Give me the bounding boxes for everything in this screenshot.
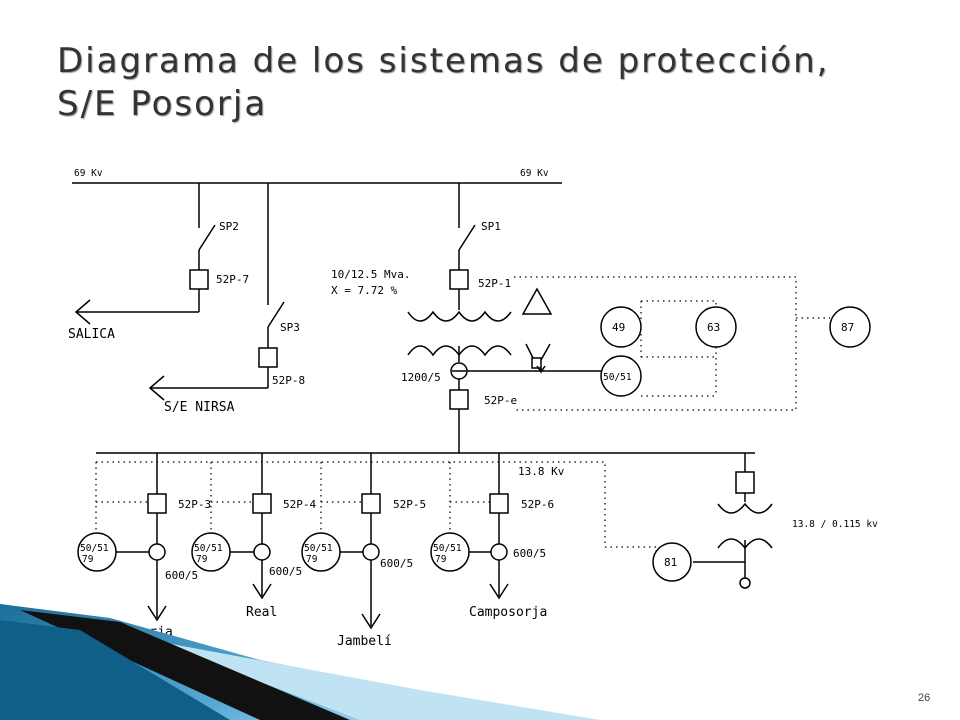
relay-feeder-4-label-top: 50/51 <box>433 543 462 554</box>
feeder-nirsa-bay: SP3 52P-8 S/E NIRSA <box>148 183 305 415</box>
feeder-salica-label: SALICA <box>68 327 115 342</box>
relay-87-label: 87 <box>841 321 854 334</box>
relay-feeder-1-label-top: 50/51 <box>80 543 109 554</box>
breaker-52p3 <box>147 493 167 514</box>
aux-transformer-fuse <box>735 471 755 494</box>
feeder-posorja-bay: 50/51 79 52P-3 600/5 Posorja <box>77 453 211 640</box>
feeder-real-label: Real <box>246 605 277 620</box>
relay-49 <box>600 306 642 348</box>
bus-69kv-label-left: 69 Kv <box>74 168 103 179</box>
breaker-52p8-label: 52P-8 <box>272 374 305 387</box>
relay-50-51-main-label: 50/51 <box>603 372 632 383</box>
breaker-52p6-label: 52P-6 <box>521 498 554 511</box>
feeder-salica-bay: SP2 52P-7 SALICA <box>68 183 249 342</box>
delta-winding-symbol <box>521 287 553 315</box>
ct-feeder-1 <box>148 543 166 561</box>
feeder-camposorja-bay: 50/51 79 52P-6 600/5 Camposorja <box>430 453 554 620</box>
relay-49-label: 49 <box>612 321 625 334</box>
ct-feeder-4-label: 600/5 <box>513 547 546 560</box>
bus-69kv-label-right: 69 Kv <box>520 168 549 179</box>
relay-50-51-main <box>600 355 642 397</box>
feeder-nirsa-label: S/E NIRSA <box>164 400 235 415</box>
aux-transformer-primary-winding <box>717 502 773 514</box>
breaker-52p5-label: 52P-5 <box>393 498 426 511</box>
relay-feeder-2-label-top: 50/51 <box>194 543 223 554</box>
feeder-real-bay: 50/51 79 52P-4 600/5 Real <box>191 453 316 620</box>
relay-feeder-2 <box>191 532 231 572</box>
switch-sp3-blade <box>267 301 285 328</box>
slide-title: Diagrama de los sistemas de protección, … <box>57 40 937 126</box>
relay-63-label: 63 <box>707 321 720 334</box>
breaker-52p5 <box>361 493 381 514</box>
relay-feeder-1 <box>77 532 117 572</box>
ct-main-label: 1200/5 <box>401 371 441 384</box>
relay-feeder-3-label-bottom: 79 <box>306 554 318 565</box>
breaker-52p4 <box>252 493 272 514</box>
grounding-element <box>531 357 542 369</box>
transformer-primary-winding <box>407 310 512 322</box>
transformer-relays: 49 63 87 50/51 <box>514 276 871 411</box>
breaker-52pe <box>449 389 469 410</box>
slide-corner-decoration <box>0 604 600 720</box>
breaker-52p1-label: 52P-1 <box>478 277 511 290</box>
ct-feeder-2 <box>253 543 271 561</box>
breaker-52pe-label: 52P-e <box>484 394 517 407</box>
relay-feeder-4 <box>430 532 470 572</box>
relay-feeder-4-label-bottom: 79 <box>435 554 447 565</box>
breaker-52p1 <box>449 269 469 290</box>
switch-sp3-label: SP3 <box>280 321 300 334</box>
transformer-rating-label: 10/12.5 Mva. <box>331 268 410 281</box>
switch-sp2-blade <box>198 224 216 251</box>
feeder-camposorja-label: Camposorja <box>469 605 547 620</box>
breaker-52p8 <box>258 347 278 368</box>
switch-sp1-blade <box>458 224 476 251</box>
breaker-52p4-label: 52P-4 <box>283 498 316 511</box>
bus-13-8kv-label: 13.8 Kv <box>518 465 565 478</box>
switch-sp1-label: SP1 <box>481 220 501 233</box>
transformer-impedance-label: X = 7.72 % <box>331 284 398 297</box>
feeder-jambeli-bay: 50/51 79 52P-5 600/5 Jambelí <box>301 453 426 649</box>
relay-feeder-3-label-top: 50/51 <box>304 543 333 554</box>
breaker-52p3-label: 52P-3 <box>178 498 211 511</box>
ct-feeder-3-label: 600/5 <box>380 557 413 570</box>
breaker-52p7 <box>189 269 209 290</box>
aux-transformer-bay: 81 13.8 / 0.115 kv <box>652 453 878 589</box>
switch-sp2-label: SP2 <box>219 220 239 233</box>
ct-feeder-3 <box>362 543 380 561</box>
slide-title-line-1: Diagrama de los sistemas de protección, <box>57 41 830 81</box>
relay-81 <box>652 542 692 582</box>
relay-87 <box>829 306 871 348</box>
ct-feeder-2-label: 600/5 <box>269 565 302 578</box>
relay-feeder-1-label-bottom: 79 <box>82 554 94 565</box>
breaker-52p7-label: 52P-7 <box>216 273 249 286</box>
relay-feeder-3 <box>301 532 341 572</box>
ct-feeder-4 <box>490 543 508 561</box>
relay-81-label: 81 <box>664 556 677 569</box>
relay-feeder-2-label-bottom: 79 <box>196 554 208 565</box>
feeder-jambeli-label: Jambelí <box>337 634 392 649</box>
slide-number: 26 <box>918 692 931 704</box>
ct-feeder-1-label: 600/5 <box>165 569 198 582</box>
slide-title-line-2: S/E Posorja <box>57 84 268 124</box>
breaker-52p6 <box>489 493 509 514</box>
aux-transformer-ratio-label: 13.8 / 0.115 kv <box>792 519 878 530</box>
transformer-bay: SP1 52P-1 10/12.5 Mva. X = 7.72 % 1200/5… <box>331 183 601 453</box>
